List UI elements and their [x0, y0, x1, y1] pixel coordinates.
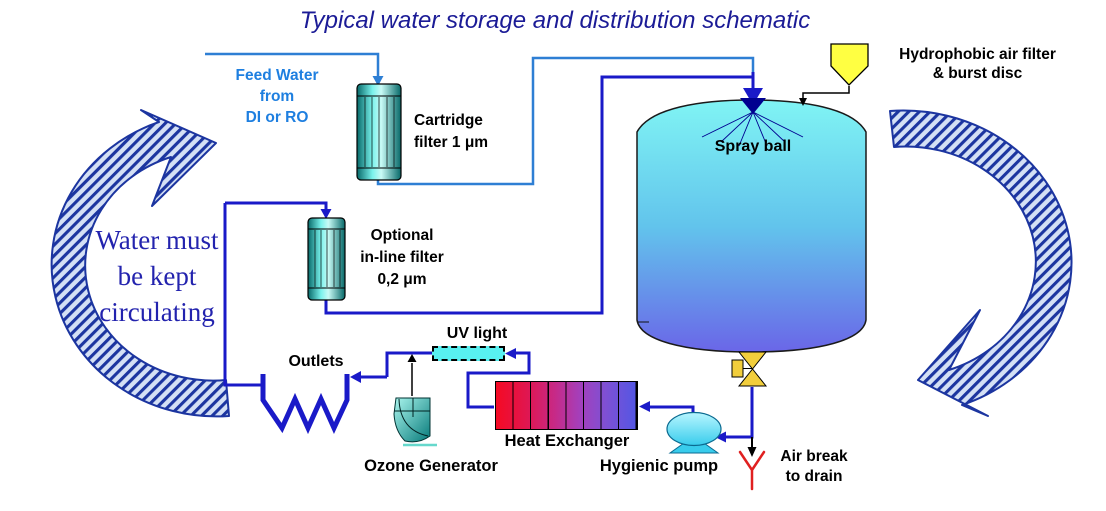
outlets-label: Outlets [288, 353, 344, 370]
spray-ball-label: Spray ball [714, 138, 792, 155]
storage-tank [636, 99, 867, 353]
heat-exchanger-label: Heat Exchanger [504, 432, 630, 450]
air-filter-label: Hydrophobic air filter & burst disc [899, 46, 1056, 82]
feed-water-pipe [205, 52, 755, 186]
air-filter-connector [799, 86, 850, 106]
page-title: Typical water storage and distribution s… [299, 7, 811, 34]
circulating-note: Water must be kept circulating [95, 225, 219, 327]
cartridge-filter-icon [356, 83, 402, 181]
uv-light-label: UV light [446, 325, 508, 342]
feed-water-label: Feed Water from DI or RO [235, 67, 319, 126]
loop-pipe [223, 72, 755, 439]
air-break-label: Air break to drain [780, 448, 848, 485]
loop-arrow-icons [320, 88, 763, 443]
cartridge-filter-label: Cartridge filter 1 μm [414, 112, 489, 151]
hygienic-pump-label: Hygienic pump [599, 457, 719, 475]
air-break-icon [738, 450, 766, 491]
right-circulation-arrow-icon [889, 109, 1073, 417]
outlets-zigzag [260, 374, 350, 435]
ozone-injection-arrow [407, 354, 417, 396]
hygienic-pump-icon [666, 411, 722, 454]
ozone-generator-icon [393, 397, 437, 447]
heat-exchanger-unit [495, 381, 638, 430]
valve-icon [731, 351, 768, 387]
inline-filter-label: Optional in-line filter 0,2 μm [360, 227, 444, 288]
ozone-generator-label: Ozone Generator [364, 457, 498, 475]
uv-light-unit [432, 346, 505, 361]
inline-filter-icon [307, 217, 346, 301]
drain-arrow-icon [747, 437, 757, 457]
spray-ball-icon [701, 98, 804, 147]
left-circulation-arrow-icon [50, 109, 230, 418]
feed-arrow-icon [372, 76, 384, 86]
air-filter-icon [830, 43, 869, 86]
